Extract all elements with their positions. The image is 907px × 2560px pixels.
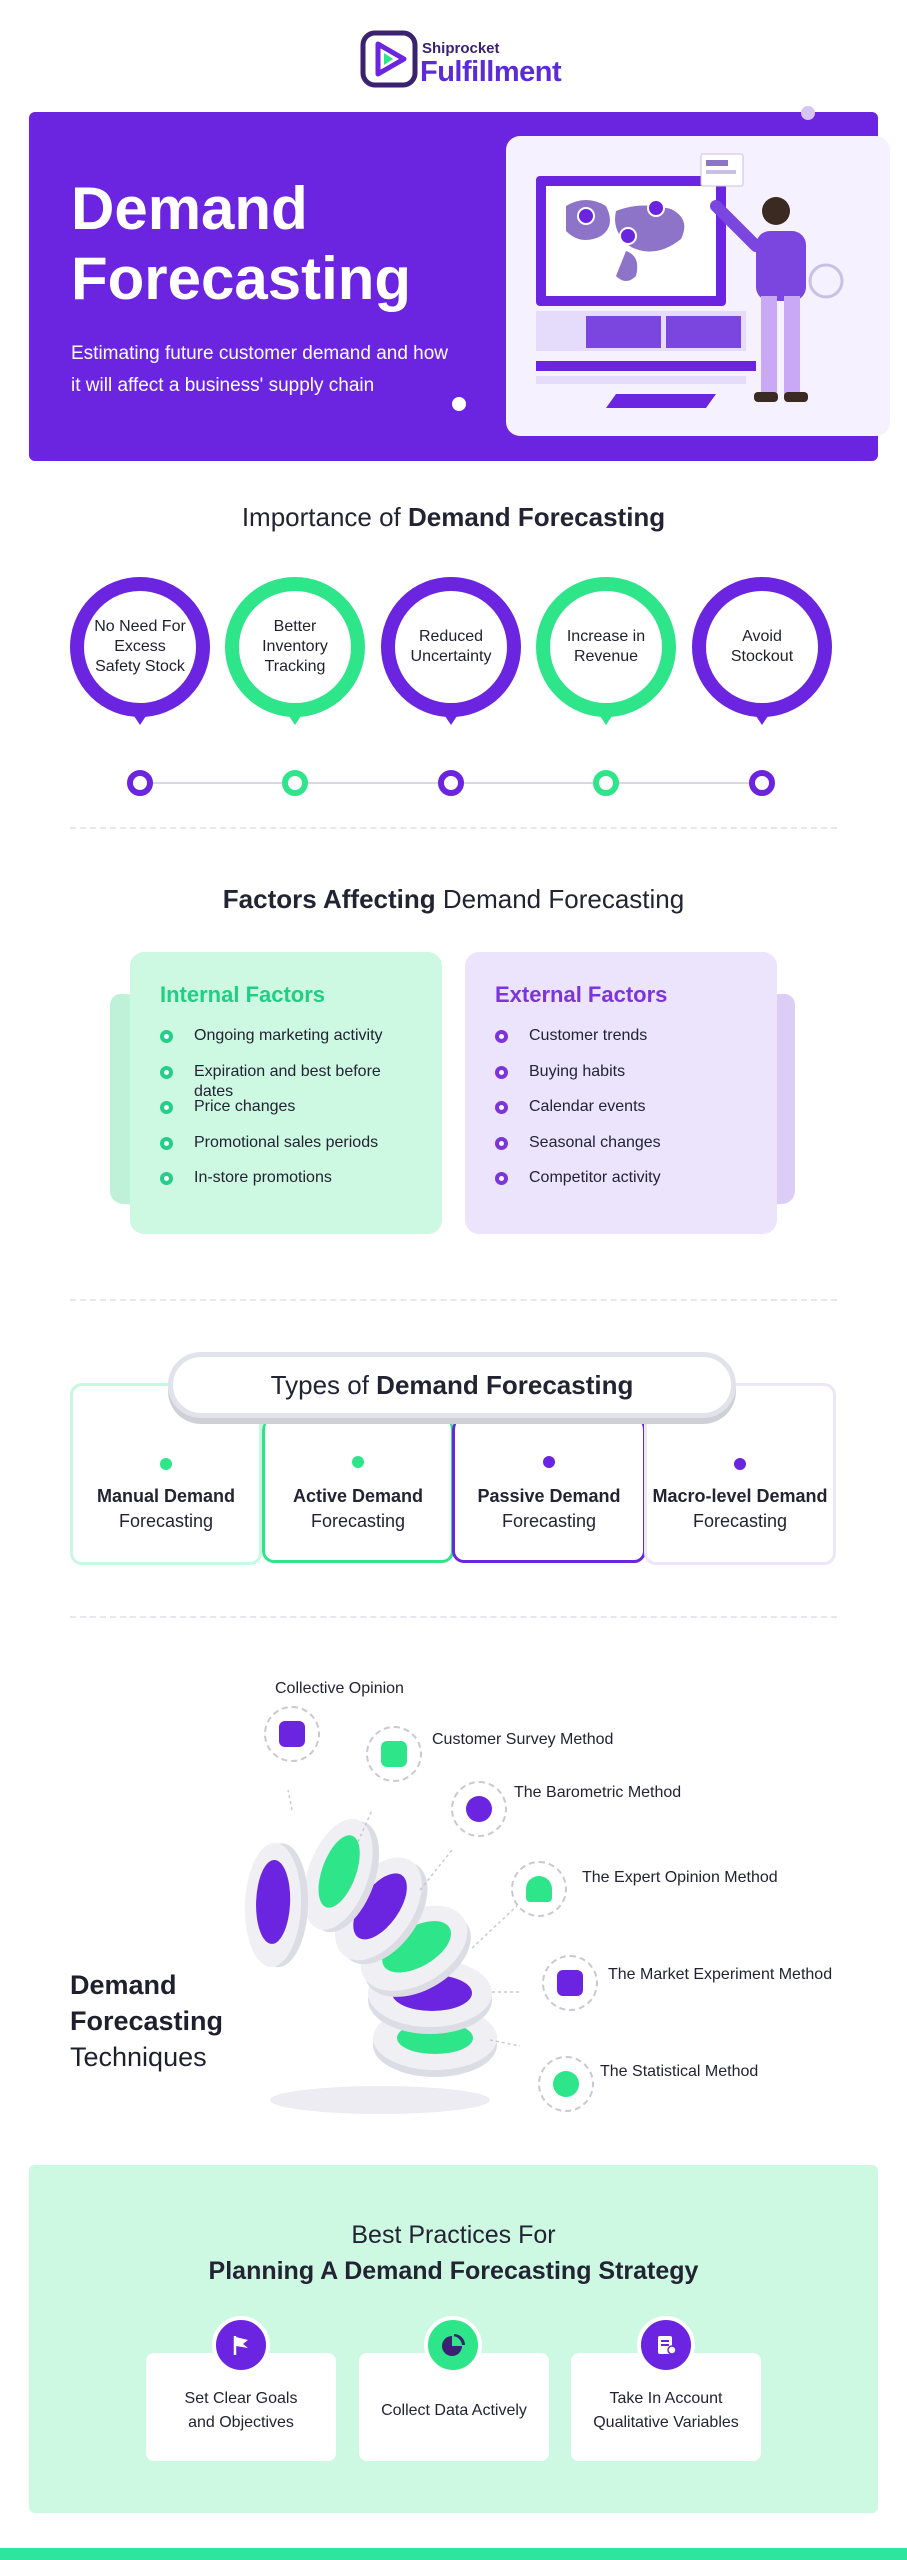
group-icon	[264, 1706, 320, 1762]
technique-label: The Expert Opinion Method	[582, 1869, 778, 1886]
type-dot	[734, 1458, 746, 1470]
factors-heading: Factors Affecting Demand Forecasting	[222, 884, 685, 914]
pin-label: Avoid Stockout	[692, 577, 832, 717]
technique-label: Customer Survey Method	[432, 1731, 614, 1748]
bottom-accent-bar	[0, 2548, 907, 2560]
timeline-dot	[127, 770, 153, 796]
importance-pin: Avoid Stockout	[692, 577, 832, 737]
external-factors-title: External Factors	[495, 982, 668, 1007]
pie-chart-icon	[424, 2316, 482, 2374]
list-item: Customer trends	[495, 1026, 747, 1062]
pin-tip	[283, 707, 307, 725]
pin-tip	[439, 707, 463, 725]
list-item: Competitor activity	[495, 1168, 747, 1204]
bullet-icon	[160, 1065, 173, 1079]
list-item: Expiration and best before dates	[160, 1062, 412, 1100]
list-item: Calendar events	[495, 1097, 747, 1133]
flag-icon	[212, 2316, 270, 2374]
brand-big: Fulfillment	[420, 56, 562, 88]
list-item: Price changes	[160, 1097, 412, 1133]
list-item: In-store promotions	[160, 1168, 412, 1204]
importance-heading: Importance of Demand Forecasting	[241, 502, 666, 532]
type-dot	[543, 1456, 555, 1468]
hero-subtitle: Estimating future customer demand and ho…	[71, 343, 449, 396]
timeline-dot	[749, 770, 775, 796]
pin-tip	[594, 707, 618, 725]
document-icon	[637, 2316, 695, 2374]
pie-icon	[538, 2056, 594, 2112]
bullet-icon	[160, 1172, 173, 1185]
bullet-icon	[160, 1136, 173, 1150]
internal-factors-title: Internal Factors	[160, 982, 326, 1007]
bullet-icon	[495, 1065, 508, 1079]
bullet-icon	[495, 1101, 508, 1114]
survey-icon	[366, 1726, 422, 1782]
techniques-title: Demand Forecasting Techniques	[70, 1970, 224, 2072]
list-item: Buying habits	[495, 1062, 747, 1098]
section-divider	[70, 827, 837, 829]
pin-label: Reduced Uncertainty	[381, 577, 521, 717]
timeline-dot	[438, 770, 464, 796]
internal-factors-list: Ongoing marketing activity Expiration an…	[160, 1026, 412, 1204]
brand-small: Shiprocket	[422, 40, 500, 57]
technique-label: The Statistical Method	[600, 2063, 759, 2080]
type-dot	[352, 1456, 364, 1468]
pin-tip	[750, 707, 774, 725]
practice-card: Collect Data Actively	[359, 2353, 549, 2461]
pin-label: No Need For Excess Safety Stock	[70, 577, 210, 717]
technique-label: Collective Opinion	[275, 1680, 404, 1697]
external-factors-card: External Factors Customer trends Buying …	[465, 952, 777, 1234]
importance-pin: Reduced Uncertainty	[381, 577, 521, 737]
hero-title: Demand Forecasting	[71, 175, 412, 312]
list-item: Ongoing marketing activity	[160, 1026, 412, 1062]
technique-label: The Market Experiment Method	[608, 1966, 833, 1983]
analyst-map-illustration	[536, 153, 844, 408]
types-heading: Types of Demand Forecasting	[168, 1352, 736, 1418]
pin-label: Increase in Revenue	[536, 577, 676, 717]
decor-dot	[801, 106, 815, 120]
bullet-icon	[495, 1136, 508, 1150]
bullet-icon	[160, 1030, 173, 1043]
importance-pin: Better Inventory Tracking	[225, 577, 365, 737]
globe-icon	[451, 1781, 507, 1837]
type-dot	[160, 1458, 172, 1470]
hero-banner: Demand Forecasting Estimating future cus…	[29, 106, 890, 461]
best-practices-heading: Best Practices For	[351, 2221, 556, 2249]
brand-logo[interactable]: Shiprocket Fulfillment	[360, 28, 562, 92]
internal-factors-card: Internal Factors Ongoing marketing activ…	[130, 952, 442, 1234]
pin-tip	[128, 707, 152, 725]
list-item: Seasonal changes	[495, 1133, 747, 1169]
expert-icon	[511, 1861, 567, 1917]
section-divider	[70, 1299, 837, 1301]
list-item: Promotional sales periods	[160, 1133, 412, 1169]
section-divider	[70, 1616, 837, 1618]
play-logo-icon	[360, 30, 418, 88]
stacked-discs-illustration	[244, 1790, 520, 2114]
chart-icon	[542, 1955, 598, 2011]
timeline-dot	[593, 770, 619, 796]
timeline-dot	[282, 770, 308, 796]
technique-label: The Barometric Method	[514, 1784, 682, 1801]
importance-pin: Increase in Revenue	[536, 577, 676, 737]
pin-label: Better Inventory Tracking	[225, 577, 365, 717]
importance-pin: No Need For Excess Safety Stock	[70, 577, 210, 737]
decor-dot	[452, 397, 466, 411]
bullet-icon	[495, 1030, 508, 1043]
hero-illustration	[506, 136, 890, 436]
best-practices-subheading: Planning A Demand Forecasting Strategy	[208, 2257, 699, 2285]
bullet-icon	[495, 1172, 508, 1185]
bullet-icon	[160, 1101, 173, 1114]
external-factors-list: Customer trends Buying habits Calendar e…	[495, 1026, 747, 1204]
